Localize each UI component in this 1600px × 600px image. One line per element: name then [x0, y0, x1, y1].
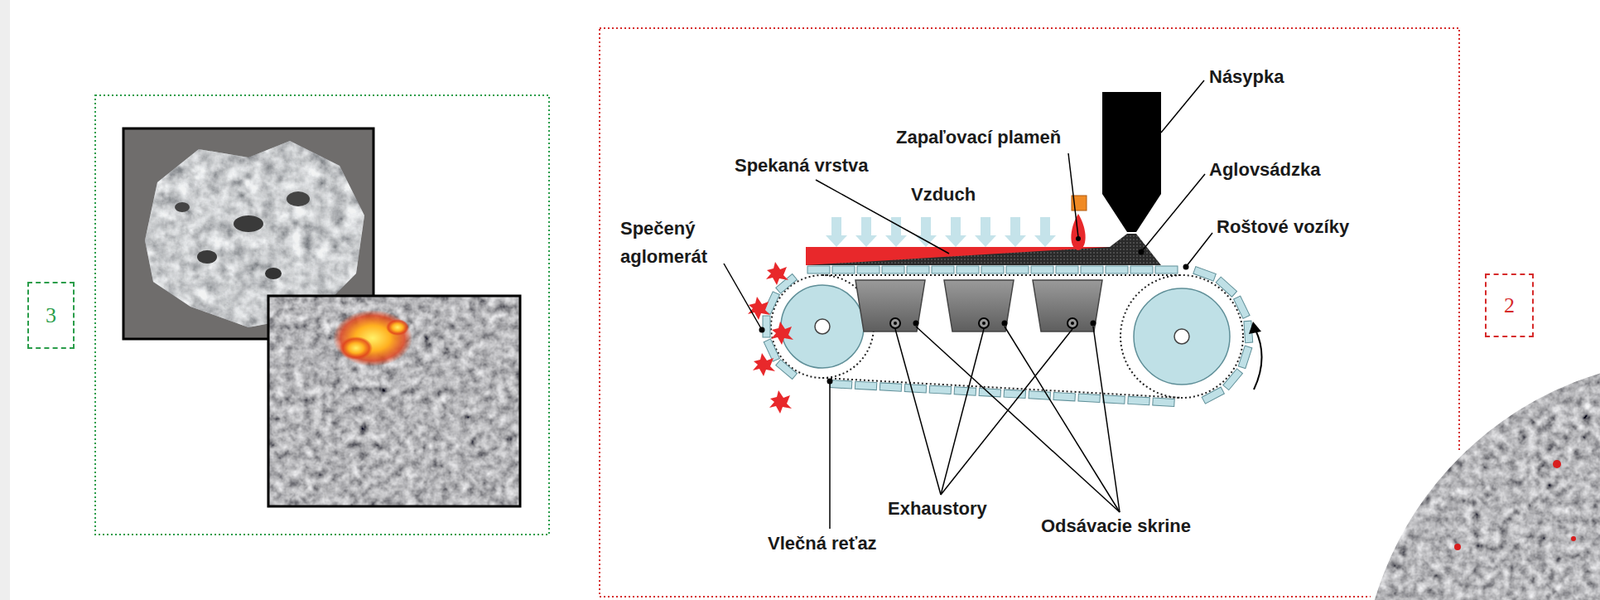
callout-number: 3 — [45, 303, 57, 328]
part-label: Vzduch — [910, 183, 976, 206]
callout-number: 2 — [1503, 293, 1515, 319]
part-label: Zapaľovací plameň — [896, 126, 1061, 149]
part-label: Roštové vozíky — [1216, 216, 1350, 238]
callout-box: 2 — [1484, 273, 1534, 338]
part-label: Exhaustory — [887, 497, 988, 520]
part-label: Vlečná reťaz — [767, 532, 878, 555]
part-label: Násypka — [1209, 66, 1285, 88]
callout-box: 3 — [27, 281, 75, 349]
part-label: Spečený aglomerát — [620, 214, 724, 271]
part-label: Spekaná vrstva — [734, 154, 868, 177]
part-label: Aglovsádzka — [1209, 159, 1321, 181]
part-label: Odsávacie skrine — [1040, 515, 1191, 537]
